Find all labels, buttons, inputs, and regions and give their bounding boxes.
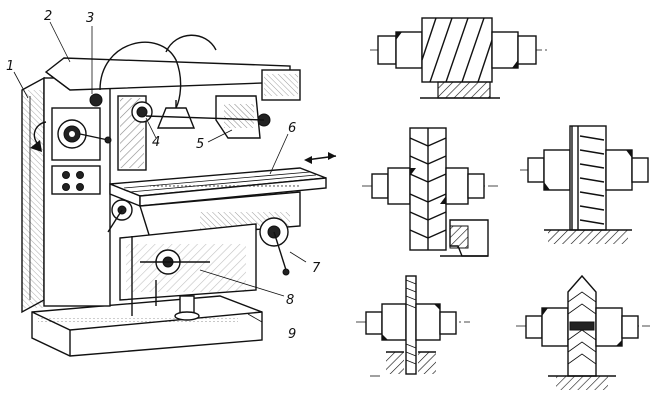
worktable	[107, 152, 337, 233]
label-4: 4	[152, 135, 160, 150]
label-7: 7	[312, 261, 321, 276]
disc-cutter-setup	[362, 127, 500, 257]
label-1: 1	[6, 59, 14, 74]
label-6: 6	[288, 121, 296, 136]
label-5: 5	[196, 137, 204, 152]
label-9: 9	[288, 327, 296, 342]
overarm	[44, 34, 301, 129]
angle-cutter-setup	[516, 274, 650, 390]
machine-column	[21, 76, 112, 314]
knee-saddle	[119, 191, 301, 321]
label-2: 2	[44, 9, 52, 24]
spindle-head	[89, 93, 271, 171]
face-cutter-setup	[520, 125, 649, 244]
leader-lines	[13, 21, 307, 323]
cylindrical-cutter-setup	[370, 17, 548, 99]
machine-base	[31, 295, 263, 357]
slitting-saw-setup	[356, 275, 470, 377]
label-8: 8	[286, 293, 294, 308]
label-3: 3	[86, 11, 94, 26]
milling-machine: 1 2 3 4 5 6 7 8 9	[6, 9, 337, 357]
